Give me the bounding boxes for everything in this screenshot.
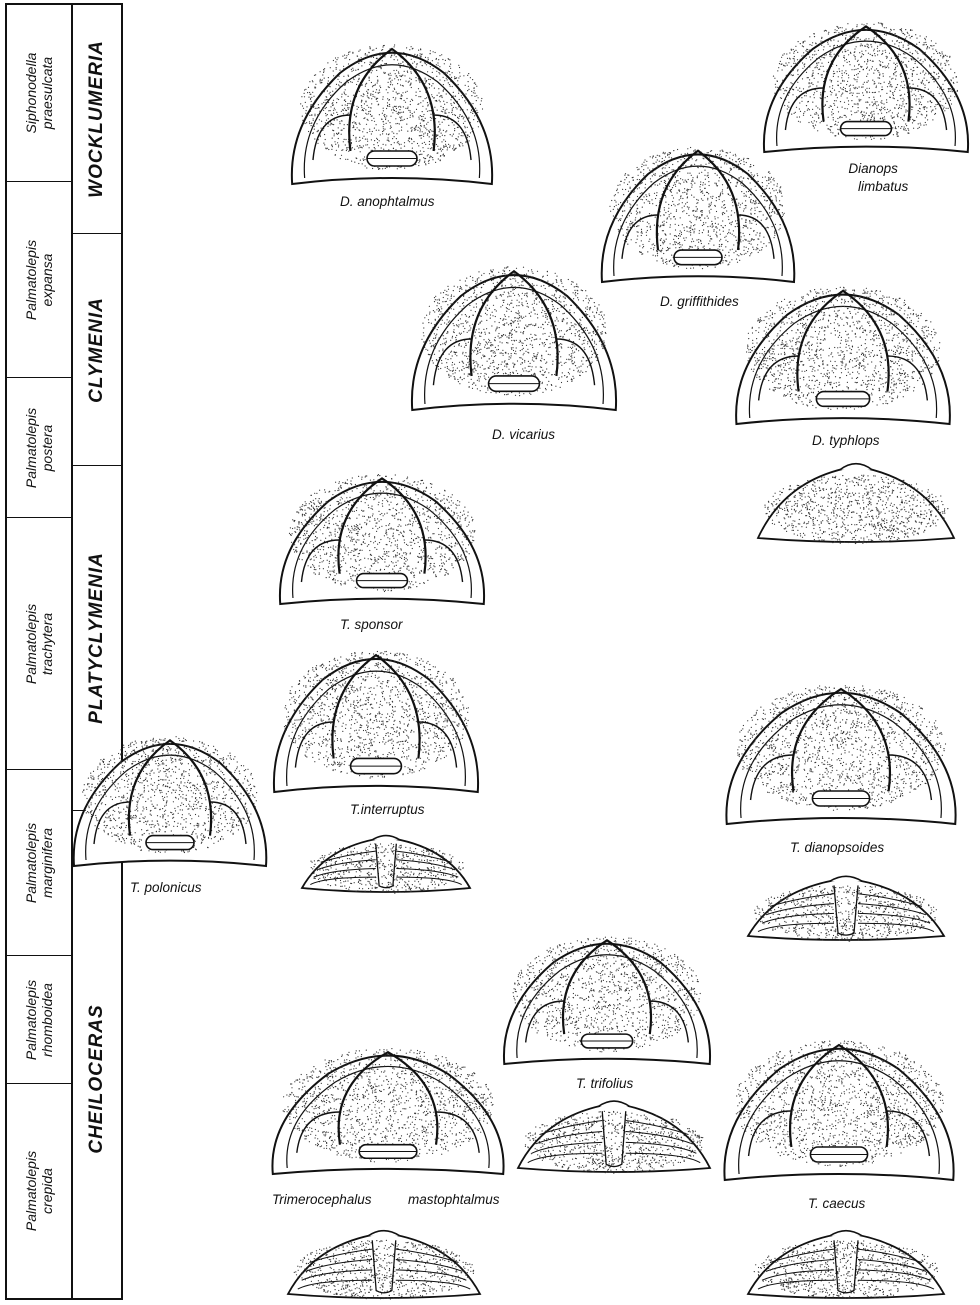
species-label: Dianops limbatus: [838, 160, 908, 196]
ammonoid-zone-wocklumeria: WOCKLUMERIA: [73, 5, 121, 233]
zone-species: crepida: [39, 1168, 55, 1214]
species-label: T.interruptus: [350, 802, 425, 817]
species-label-genus: Trimerocephalus: [272, 1192, 372, 1207]
cephalon-drawing: [268, 1044, 508, 1180]
species-label: T. polonicus: [130, 880, 202, 895]
species-label: T. caecus: [808, 1196, 865, 1211]
zone-species: expansa: [39, 253, 55, 306]
cephalon-drawing: [722, 680, 960, 830]
ammonoid-zone-clymenia: CLYMENIA: [73, 233, 121, 465]
pygidium-drawing: [516, 1094, 712, 1172]
pygidium-drawing: [300, 830, 472, 892]
species-label: D. typhlops: [812, 433, 880, 448]
species-label-epithet: mastophtalmus: [408, 1192, 500, 1207]
cephalon-drawing: [276, 470, 488, 610]
pygidium-drawing: [746, 1224, 946, 1298]
cephalon-drawing: [732, 282, 954, 430]
cephalon-drawing: [70, 732, 270, 872]
cephalon-drawing: [500, 932, 714, 1070]
zone-species: praesulcata: [39, 57, 55, 129]
species-label: D. griffithides: [660, 294, 739, 309]
species-label: T. trifolius: [576, 1076, 633, 1091]
ammonoid-zone-label: PLATYCLYMENIA: [86, 552, 108, 724]
species-label: D. anophtalmus: [340, 194, 435, 209]
pygidium-drawing: [286, 1224, 482, 1298]
zone-species: postera: [39, 424, 55, 471]
zone-genus: Palmatolepis: [23, 603, 39, 683]
zone-genus: Palmatolepis: [23, 822, 39, 902]
species-genus: Dianops: [848, 161, 898, 176]
cephalon-drawing: [270, 646, 482, 798]
cephalon-drawing: [720, 1036, 958, 1186]
zone-genus: Palmatolepis: [23, 407, 39, 487]
zone-species: marginifera: [39, 827, 55, 897]
cephalon-drawing: [760, 18, 972, 158]
ammonoid-zone-label: WOCKLUMERIA: [86, 40, 108, 198]
ammonoid-zone-label: CLYMENIA: [86, 297, 108, 403]
pygidium-drawing: [746, 870, 946, 940]
ammonoid-zone-column: WOCKLUMERIA CLYMENIA PLATYCLYMENIA CHEIL…: [71, 3, 123, 1300]
zone-genus: Palmatolepis: [23, 1151, 39, 1231]
zone-genus: Palmatolepis: [23, 239, 39, 319]
species-label: T. dianopsoides: [790, 840, 884, 855]
zone-species: rhomboidea: [39, 983, 55, 1057]
ammonoid-zone-label: CHEILOCERAS: [86, 1004, 108, 1153]
cephalon-drawing: [408, 262, 620, 416]
species-label: D. vicarius: [492, 427, 555, 442]
ammonoid-zone-cheiloceras: CHEILOCERAS: [73, 810, 121, 1298]
species-label: T. sponsor: [340, 617, 403, 632]
pygidium-drawing: [756, 456, 956, 542]
cephalon-drawing: [288, 40, 496, 190]
species-epithet: limbatus: [838, 179, 908, 194]
zone-species: trachytera: [39, 612, 55, 674]
zone-genus: Palmatolepis: [23, 979, 39, 1059]
cephalon-drawing: [598, 142, 798, 288]
zone-genus: Siphonodella: [23, 53, 39, 134]
